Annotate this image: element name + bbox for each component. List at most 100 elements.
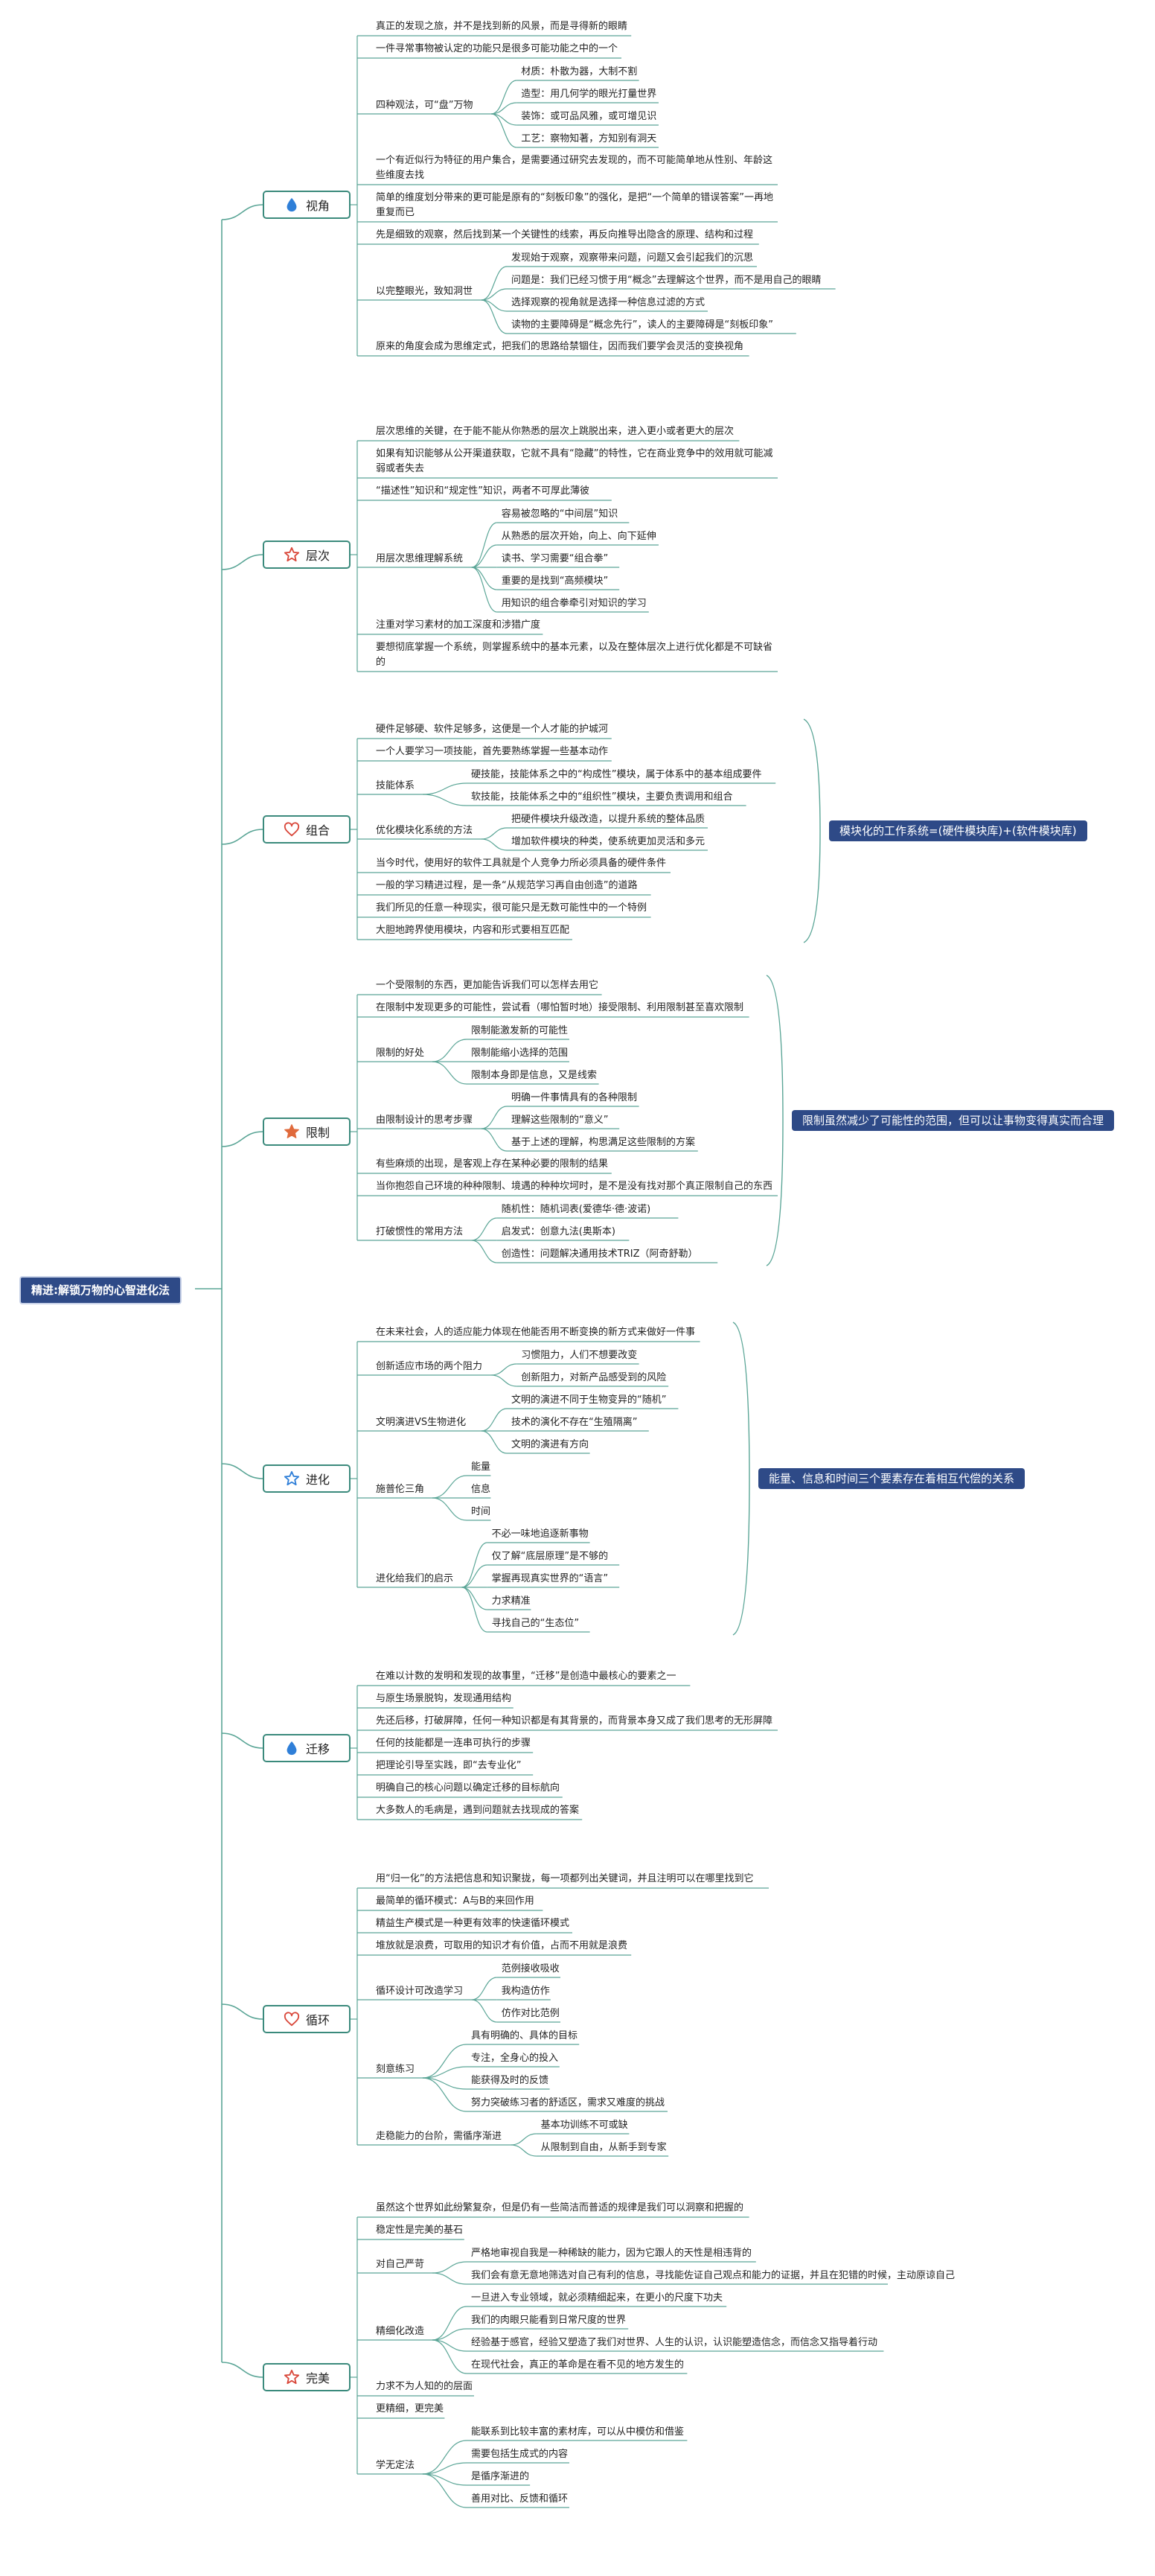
- category-node-2[interactable]: 组合: [263, 815, 351, 844]
- category-node-0[interactable]: 视角: [263, 191, 351, 219]
- star-filled-icon: [284, 1123, 300, 1140]
- sub-item: 容易被忽略的“中间层”知识: [501, 508, 618, 520]
- topic-item: 堆放就是浪费，可取用的知识才有价值，占而不用就是浪费: [376, 1940, 628, 1951]
- connector-line: [803, 718, 821, 943]
- connector-line: [221, 2003, 263, 2020]
- topic-item: 要想彻底掌握一个系统，则掌握系统中的基本元素，以及在整体层次上进行优化都是不可缺…: [376, 642, 773, 668]
- connector-line: [221, 1463, 263, 1479]
- sub-item: 不必一味地追逐新事物: [491, 1528, 589, 1540]
- category-node-1[interactable]: 层次: [263, 541, 351, 569]
- topic-item: 在难以计数的发明和发现的故事里，“迁移”是创造中最核心的要素之一: [376, 1671, 676, 1682]
- topic-item: 与原生场景脱钩，发现通用结构: [376, 1693, 512, 1704]
- category-label: 完美: [305, 2371, 330, 2385]
- topic-item: 对自己严苛: [376, 2259, 425, 2270]
- category-label: 循环: [305, 2013, 330, 2027]
- topic-item: 如果有知识能够从公开渠道获取，它就不具有“隐藏”的特性，它在商业竞争中的效用就可…: [376, 448, 773, 474]
- connector-line: [432, 2328, 467, 2341]
- sub-item: 在现代社会，真正的革命是在看不见的地方发生的: [471, 2359, 685, 2371]
- connector-line: [481, 827, 508, 840]
- sub-item: 硬技能，技能体系之中的“构成性”模块，属于体系中的基本组成要件: [471, 769, 762, 780]
- connector-line: [471, 544, 497, 568]
- category-node-7[interactable]: 完美: [263, 2363, 351, 2391]
- topic-item: 先还后移，打破屏障，任何一种知识都是有其背景的，而背景本身又成了我们思考的无形屏…: [376, 1715, 773, 1727]
- sub-item: 从限制到自由，从新手到专家: [540, 2142, 667, 2153]
- topic-item: 限制的好处: [376, 1048, 425, 1059]
- connector-line: [221, 1131, 263, 1147]
- connector-line: [432, 1039, 467, 1062]
- topic-item: “描述性”知识和“规定性”知识，两者不可厚此薄彼: [376, 485, 589, 497]
- topic-item: 在未来社会，人的适应能力体现在他能否用不断变换的新方式来做好一件事: [376, 1327, 696, 1338]
- connector-line: [491, 80, 517, 115]
- connector-line: [432, 2339, 467, 2352]
- topic-item: 层次思维的关键，在于能不能从你熟悉的层次上跳脱出来，进入更小或者更大的层次: [376, 426, 735, 437]
- sub-item: 习惯阻力，人们不想要改变: [521, 1350, 638, 1361]
- connector-line: [511, 2144, 537, 2157]
- sub-item: 具有明确的、具体的目标: [471, 2030, 578, 2041]
- sub-item: 技术的演化不存在“生殖隔离”: [511, 1417, 638, 1428]
- category-label: 进化: [305, 1473, 330, 1487]
- category-node-4[interactable]: 进化: [263, 1464, 351, 1493]
- connector-line: [422, 2077, 467, 2090]
- topic-item: 以完整眼光，致知洞世: [376, 286, 473, 297]
- sub-item: 装饰：或可品风雅，或可增见识: [521, 111, 657, 122]
- topic-item: 明确自己的核心问题以确定迁移的目标航向: [376, 1782, 560, 1794]
- topic-item: 用层次思维理解系统: [376, 553, 464, 564]
- category-node-6[interactable]: 循环: [263, 2005, 351, 2033]
- category-node-3[interactable]: 限制: [263, 1118, 351, 1146]
- sub-item: 仿作对比范例: [501, 2008, 560, 2019]
- connector-line: [422, 2473, 467, 2508]
- connector-line: [422, 782, 467, 795]
- connector-line: [766, 975, 784, 1266]
- connector-line: [481, 288, 508, 301]
- sub-item: 我构造仿作: [501, 1986, 550, 1997]
- sub-item: 努力突破练习者的舒适区，需求又难度的挑战: [471, 2097, 665, 2108]
- topic-item: 精益生产模式是一种更有效率的快速循环模式: [376, 1918, 570, 1929]
- sub-item: 随机性：随机词表(爱德华·德·波诺): [501, 1204, 651, 1215]
- summary-label: 能量、信息和时间三个要素存在着相互代偿的关系: [758, 1468, 1026, 1489]
- sub-item: 增加软件模块的种类，使系统更加灵活和多元: [511, 836, 706, 847]
- sub-item: 信息: [471, 1484, 491, 1495]
- sub-item: 力求精准: [491, 1595, 531, 1607]
- topic-item: 由限制设计的思考步骤: [376, 1115, 473, 1126]
- topic-item: 真正的发现之旅，并不是找到新的风景，而是寻得新的眼睛: [376, 21, 628, 32]
- category-node-5[interactable]: 迁移: [263, 1734, 351, 1762]
- topic-item: 优化模块化系统的方法: [376, 825, 473, 836]
- category-label: 迁移: [305, 1742, 330, 1756]
- connector-line: [432, 2306, 467, 2341]
- connector-line: [221, 1732, 263, 1749]
- sub-item: 一旦进入专业领域，就必须精细起来，在更小的尺度下功夫: [471, 2292, 723, 2304]
- sub-item: 掌握再现真实世界的“语言”: [491, 1573, 609, 1584]
- topic-item: 稳定性是完美的基石: [376, 2225, 464, 2236]
- topic-item: 一件寻常事物被认定的功能只是很多可能功能之中的一个: [376, 43, 618, 54]
- sub-item: 软技能，技能体系之中的“组织性”模块，主要负责调用和组合: [471, 791, 733, 803]
- topic-item: 文明演进VS生物进化: [376, 1417, 467, 1428]
- sub-item: 是循序渐进的: [471, 2471, 530, 2482]
- topic-item: 一个受限制的东西，更加能告诉我们可以怎样去用它: [376, 980, 599, 991]
- connector-line: [432, 1497, 467, 1521]
- sub-item: 启发式：创意九法(奥斯本): [501, 1226, 615, 1237]
- connector-line: [422, 2462, 467, 2475]
- topic-item: 一个有近似行为特征的用户集合，是需要通过研究去发现的，而不可能简单地从性别、年龄…: [376, 155, 773, 181]
- sub-item: 重要的是找到“高频模块”: [501, 576, 609, 587]
- topic-item: 先是细致的观察，然后找到某一个关键性的线索，再反向推导出隐含的原理、结构和过程: [376, 229, 754, 240]
- topic-item: 刻意练习: [376, 2064, 415, 2075]
- sub-item: 读书、学习需要“组合拳”: [501, 553, 609, 564]
- sub-item: 理解这些限制的“意义”: [511, 1115, 609, 1126]
- connector-line: [422, 794, 467, 806]
- root-node: 精进:解锁万物的心智进化法: [19, 1276, 182, 1304]
- topic-item: 精细化改造: [376, 2326, 425, 2337]
- connector-line: [471, 567, 497, 613]
- sub-item: 严格地审视自我是一种稀缺的能力，因为它跟人的天性是相违背的: [471, 2248, 752, 2259]
- sub-item: 用知识的组合拳牵引对知识的学习: [501, 598, 647, 609]
- connector-line: [491, 113, 517, 126]
- topic-item: 四种观法，可“盘”万物: [376, 100, 473, 111]
- sub-item: 范例接收吸收: [501, 1963, 560, 1974]
- sub-item: 选择观察的视角就是选择一种信息过滤的方式: [511, 297, 706, 308]
- heart-outline-icon: [284, 2011, 300, 2027]
- topic-item: 当今时代，使用好的软件工具就是个人竞争力所必须具备的硬件条件: [376, 858, 667, 869]
- connector-line: [461, 1587, 487, 1610]
- connector-line: [461, 1564, 487, 1588]
- connector-line: [422, 2066, 467, 2079]
- connector-line: [471, 1977, 497, 2000]
- sub-item: 寻找自己的“生态位”: [491, 1618, 580, 1629]
